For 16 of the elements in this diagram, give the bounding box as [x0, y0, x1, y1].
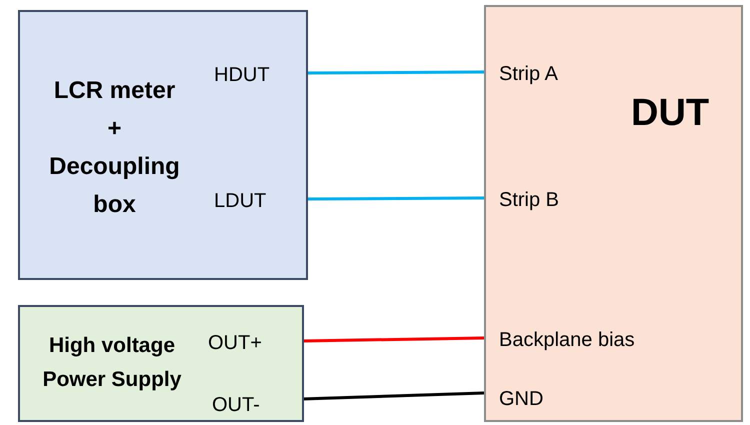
pad-label: Strip B	[499, 188, 560, 213]
port-label: OUT-	[212, 393, 260, 418]
power-supply-box	[18, 305, 304, 422]
power-supply-label: High voltage Power Supply	[42, 333, 182, 393]
connection-wire	[306, 196, 484, 200]
device-box	[484, 5, 743, 422]
port-label: LDUT	[214, 189, 266, 214]
instrument-box	[18, 10, 308, 280]
pad-label: Backplane bias	[499, 328, 635, 353]
port-label: OUT+	[208, 331, 262, 356]
pad-label: GND	[499, 387, 544, 412]
device-label: DUT	[631, 91, 710, 136]
connection-wire	[306, 70, 484, 74]
pad-label: Strip A	[499, 62, 558, 87]
port-label: HDUT	[214, 63, 270, 88]
instrument-label: LCR meter + Decoupling box	[48, 76, 181, 220]
